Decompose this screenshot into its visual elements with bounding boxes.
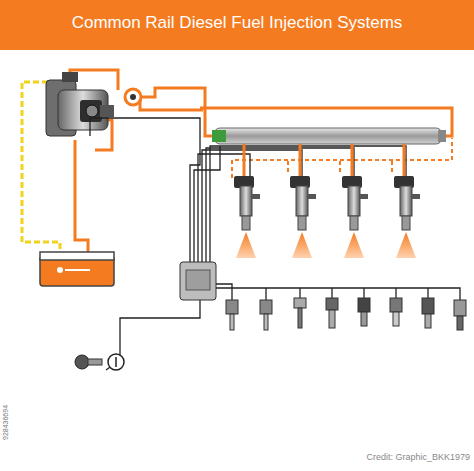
injectors bbox=[234, 144, 420, 258]
fuel-spray bbox=[292, 232, 312, 258]
injector bbox=[342, 144, 368, 258]
sensors bbox=[226, 298, 466, 330]
fuel-spray bbox=[236, 232, 256, 258]
fuel-spray bbox=[344, 232, 364, 258]
common-rail bbox=[212, 128, 446, 144]
fuel-lines bbox=[70, 70, 452, 256]
injector bbox=[290, 144, 316, 258]
image-id: 928436694 bbox=[2, 405, 9, 440]
ignition-key bbox=[75, 354, 124, 370]
fuel-tank bbox=[40, 252, 114, 286]
injector bbox=[234, 144, 260, 258]
injector bbox=[394, 144, 420, 258]
ecu bbox=[180, 262, 216, 300]
control-wires bbox=[90, 118, 460, 370]
high-pressure-pump bbox=[46, 72, 114, 136]
fuel-spray bbox=[396, 232, 416, 258]
credit-note: Credit: Graphic_BKK1979 bbox=[366, 452, 470, 462]
title-text: Common Rail Diesel Fuel Injection System… bbox=[0, 13, 474, 33]
pressure-valve bbox=[125, 89, 141, 105]
